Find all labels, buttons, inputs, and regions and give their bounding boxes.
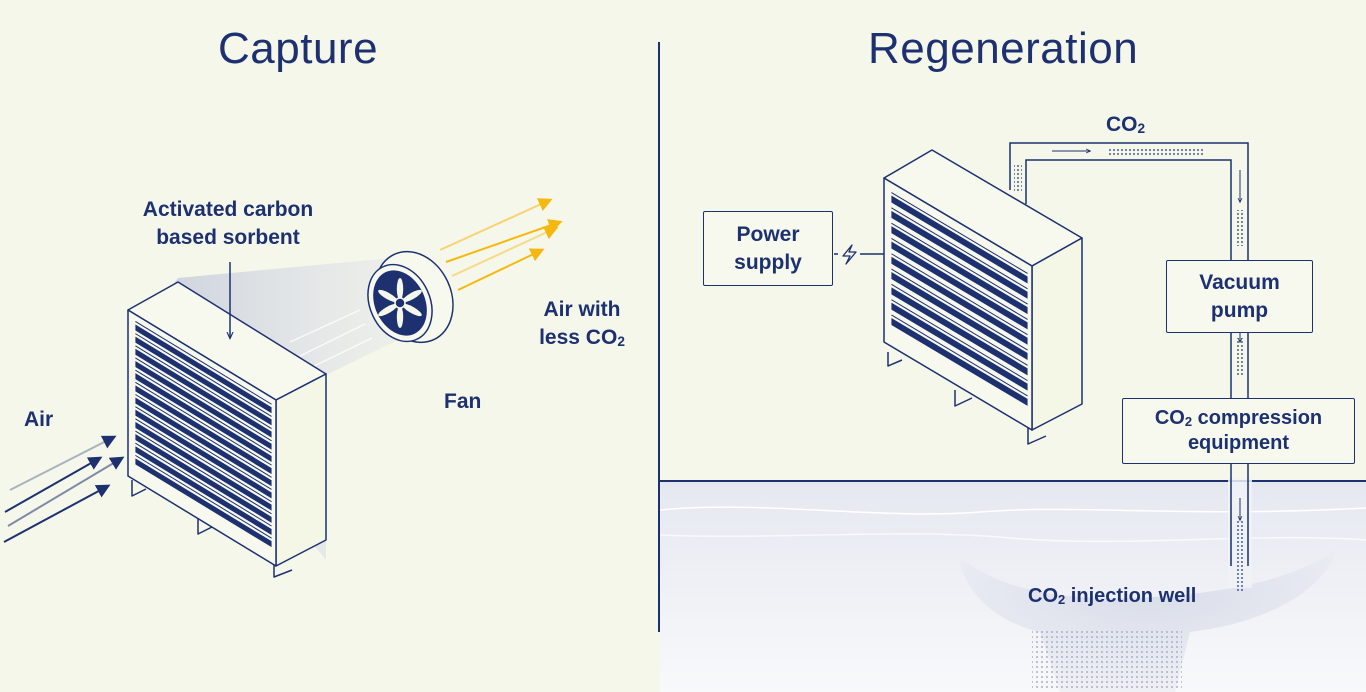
vacuum-pump-line1: Vacuum: [1199, 270, 1280, 294]
slat-edge: [891, 222, 1028, 305]
sorbent-slat: [891, 317, 1028, 406]
sorbent-label-line2: based sorbent: [156, 226, 300, 249]
slat-edge: [135, 357, 272, 442]
sorbent-slat: [135, 385, 272, 475]
sorbent-slat: [891, 226, 1028, 315]
regeneration-sorbent-slats: [891, 192, 1028, 406]
sorbent-slat: [891, 210, 1028, 299]
flow-direction-arrows: [1052, 151, 1240, 520]
slat-edge: [135, 333, 272, 417]
sorbent-slat: [891, 195, 1028, 284]
sorbent-slat: [891, 272, 1028, 361]
sorbent-label: Activated carbon based sorbent: [118, 196, 338, 252]
slat-edge: [135, 406, 272, 490]
sorbent-slat: [135, 348, 272, 438]
air-out-label: Air with less CO2: [522, 296, 642, 352]
sorbent-slat: [891, 302, 1028, 391]
sorbent-slat: [891, 241, 1028, 330]
slat-edge: [135, 381, 272, 466]
air-inflow-arrows: [3, 435, 125, 543]
sorbent-slat: [135, 397, 272, 487]
compression-equipment-box: CO2 compression equipment: [1122, 398, 1355, 464]
co2-pipe-label: CO2: [1106, 113, 1146, 137]
slat-edge: [135, 394, 272, 478]
fan-icon: [367, 250, 454, 344]
co2-particles: [1014, 148, 1244, 592]
injection-well-label: CO2 injection well: [1028, 585, 1197, 607]
sorbent-slat: [135, 434, 272, 523]
slat-edge: [135, 369, 272, 454]
air-label: Air: [24, 408, 54, 431]
slat-edge: [135, 321, 272, 405]
compression-line1: CO2 compression: [1154, 407, 1323, 429]
slat-edge: [891, 268, 1028, 351]
slat-edge: [135, 454, 272, 539]
sorbent-slat: [891, 256, 1028, 345]
power-supply-line2: supply: [734, 250, 802, 274]
slat-edge: [135, 418, 272, 503]
slat-edge: [891, 192, 1028, 274]
lightning-icon: [842, 244, 857, 265]
reservoir-particles: [1032, 630, 1182, 688]
sorbent-slat: [891, 287, 1028, 376]
vacuum-pump-line2: pump: [1210, 298, 1269, 322]
slat-edge: [891, 299, 1028, 382]
sorbent-slat: [135, 324, 272, 414]
slat-edge: [135, 345, 272, 430]
sorbent-label-line1: Activated carbon: [142, 198, 314, 221]
air-outflow-arrows: [439, 198, 563, 291]
capture-title: Capture: [218, 24, 379, 73]
airflow-streaks: [289, 309, 373, 369]
sorbent-slat: [135, 360, 272, 450]
slat-edge: [891, 283, 1028, 366]
fan-label: Fan: [444, 390, 482, 413]
slat-edge: [135, 442, 272, 527]
slat-edge: [891, 238, 1028, 320]
power-supply-box: Power supply: [703, 211, 833, 286]
sorbent-slat: [135, 421, 272, 511]
air-out-line2: less CO2: [539, 326, 625, 350]
slat-edge: [891, 207, 1028, 290]
slat-edge: [891, 253, 1028, 336]
slat-edge: [135, 430, 272, 515]
sorbent-slat: [135, 336, 272, 426]
sorbent-slat: [135, 373, 272, 462]
sorbent-slat: [135, 458, 272, 548]
slat-edge: [891, 314, 1028, 397]
air-out-line1: Air with: [543, 298, 621, 321]
sorbent-slat: [135, 446, 272, 535]
power-supply-line1: Power: [736, 222, 800, 246]
sorbent-slat: [135, 409, 272, 499]
vacuum-pump-box: Vacuum pump: [1166, 260, 1313, 333]
regeneration-title: Regeneration: [868, 24, 1139, 73]
compression-line2: equipment: [1187, 432, 1290, 454]
capture-sorbent-slats: [135, 321, 272, 548]
